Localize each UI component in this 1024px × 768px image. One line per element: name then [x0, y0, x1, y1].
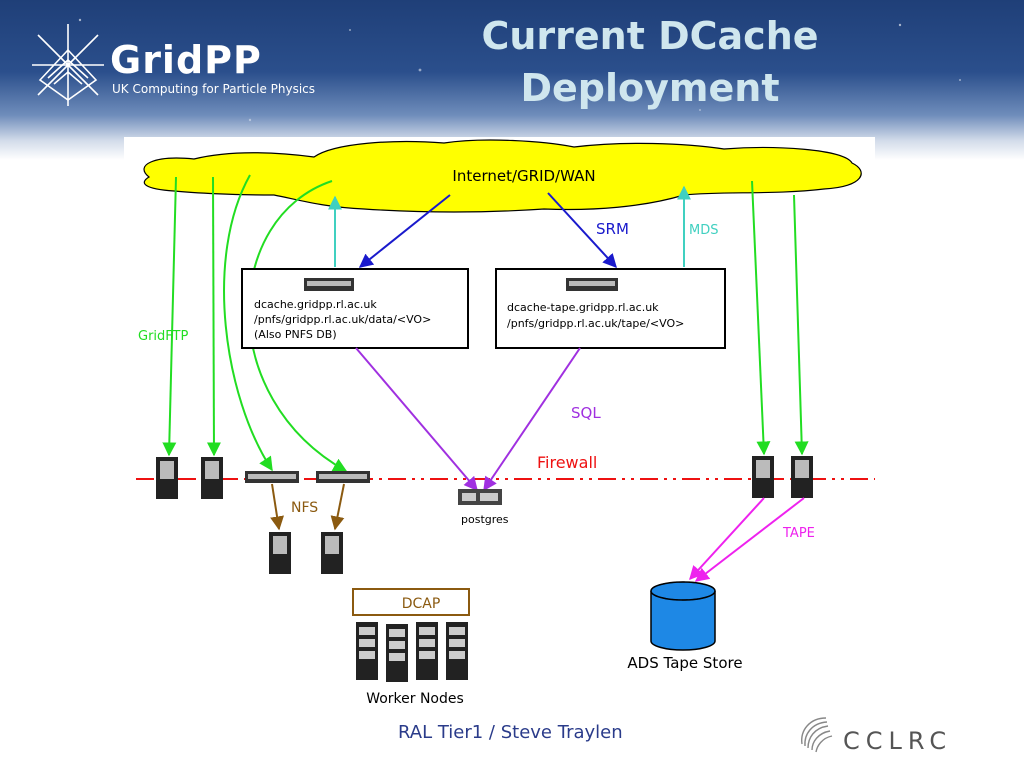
dcap-box [352, 588, 470, 616]
worker-nodes-label: Worker Nodes [366, 691, 464, 707]
slide-header: GridPP UK Computing for Particle Physics… [0, 0, 1024, 160]
postgres-label: postgres [461, 513, 509, 526]
server-icon [304, 278, 354, 291]
gridpp-logo-icon [32, 24, 104, 106]
sql-arrow-1 [355, 347, 478, 492]
worker-node-icon [386, 624, 408, 682]
nfs-server-icon [316, 471, 370, 483]
gridpp-logo-text: GridPP [110, 38, 262, 82]
nfs-client-node-icon [321, 532, 343, 574]
pool-node-icon [201, 457, 223, 499]
sql-label: SQL [571, 404, 601, 422]
tape-arrow-2 [694, 497, 805, 582]
starfield-background [78, 18, 961, 122]
srm-arrow-2 [547, 192, 617, 269]
worker-node-icon [446, 622, 468, 680]
server1-path: /pnfs/gridpp.rl.ac.uk/data/<VO> [254, 313, 431, 326]
gridftp-arrow-1 [162, 176, 177, 457]
sql-arrow-2 [483, 347, 581, 492]
worker-node-icon [356, 622, 378, 680]
nfs-server-icon [245, 471, 299, 483]
slide-title: Current DCache Deployment [440, 10, 860, 114]
srm-label: SRM [596, 220, 629, 238]
server2-path: /pnfs/gridpp.rl.ac.uk/tape/<VO> [507, 317, 684, 330]
gridftp-arrow-6 [793, 194, 809, 456]
postgres-server-icon [458, 489, 502, 505]
srm-arrow-1 [358, 194, 451, 268]
slide-title-line-2: Deployment [520, 66, 780, 110]
nfs-arrow-2 [330, 483, 345, 531]
gridftp-arrow-5 [751, 180, 771, 456]
tape-arrow-1 [689, 497, 765, 581]
nfs-client-node-icon [269, 532, 291, 574]
tape-label: TAPE [782, 526, 815, 541]
nfs-arrow-1 [270, 483, 284, 531]
mds-label: MDS [689, 223, 718, 238]
gridpp-logo-tagline: UK Computing for Particle Physics [112, 82, 316, 96]
footer-author: RAL Tier1 / Steve Traylen [398, 722, 623, 743]
gridftp-arrow-2 [206, 176, 221, 457]
tape-store-icon [650, 581, 716, 651]
server2-hostname: dcache-tape.gridpp.rl.ac.uk [507, 301, 659, 314]
pool-node-icon [156, 457, 178, 499]
cclrc-logo-text: CCLRC [843, 727, 953, 755]
dcap-label: DCAP [402, 596, 441, 612]
dcache-head-node-box [241, 268, 469, 349]
nfs-label: NFS [291, 500, 318, 516]
server-icon [566, 278, 618, 291]
server1-hostname: dcache.gridpp.rl.ac.uk [254, 298, 377, 311]
worker-node-icon [416, 622, 438, 680]
cloud-label: Internet/GRID/WAN [452, 167, 595, 185]
slide-title-line-1: Current DCache [481, 14, 819, 58]
firewall-label: Firewall [537, 453, 597, 472]
tape-store-label: ADS Tape Store [627, 654, 742, 672]
server1-note: (Also PNFS DB) [254, 328, 337, 341]
dcache-deployment-diagram: Internet/GRID/WAN Firewall GridFTP MDS S… [124, 137, 875, 714]
cclrc-logo-icon [801, 717, 833, 753]
gridftp-label: GridFTP [138, 329, 188, 344]
gridftp-arrow-3 [223, 174, 273, 472]
pool-node-icon [791, 456, 813, 498]
pool-node-icon [752, 456, 774, 498]
